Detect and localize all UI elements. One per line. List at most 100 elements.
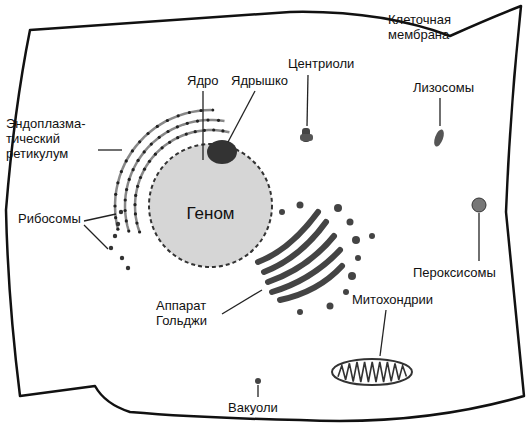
er-ribosome <box>196 120 199 123</box>
er-ribosome <box>166 130 169 133</box>
genome-label: Геном <box>147 204 274 224</box>
er-ribosome <box>137 159 140 162</box>
leader-line <box>228 91 255 142</box>
part-label: Ядро <box>187 73 218 88</box>
er-ribosome <box>186 122 189 125</box>
part-label: Эндоплазма- тический ретикулум <box>6 116 102 161</box>
vacuole <box>255 378 261 384</box>
golgi-cisterna <box>264 222 326 272</box>
er-ribosome <box>217 119 220 122</box>
er-ribosome <box>154 153 157 156</box>
golgi-vesicle <box>355 255 361 261</box>
leader-line <box>222 290 262 314</box>
part-label: Аппарат Гольджи <box>156 298 236 328</box>
er-ribosome <box>177 114 180 117</box>
ribosome <box>120 256 124 260</box>
er-ribosome <box>113 204 116 207</box>
leader-line <box>98 149 122 150</box>
er-ribosome <box>150 143 153 146</box>
er-ribosome <box>134 212 137 215</box>
er-ribosome <box>116 228 119 231</box>
leader-line <box>202 91 203 160</box>
golgi-cisterna <box>268 236 334 282</box>
leader-line <box>478 213 479 261</box>
er-ribosome <box>143 168 146 171</box>
mitochondrion-crista <box>338 362 406 382</box>
er-ribosome <box>138 140 141 143</box>
leader-line <box>257 385 258 397</box>
er-ribosome <box>206 119 209 122</box>
er-ribosome <box>132 168 135 171</box>
leader-line <box>307 75 308 126</box>
er-ribosome <box>168 141 171 144</box>
er-ribosome <box>176 136 179 139</box>
er-ribosome <box>127 230 130 233</box>
golgi-cisterna <box>280 266 342 300</box>
nucleus-node: Геном <box>147 142 274 269</box>
er-ribosome <box>221 129 224 132</box>
part-label: Вакуоли <box>228 400 278 415</box>
er-ribosome <box>146 132 149 135</box>
leader-line <box>84 225 108 249</box>
ribosome <box>126 266 130 270</box>
lysosome <box>432 128 446 148</box>
golgi-vesicle <box>279 209 285 215</box>
er-ribosome <box>114 193 117 196</box>
part-label: Митохондрии <box>352 292 433 307</box>
golgi-vesicle <box>369 233 375 239</box>
er-ribosome <box>125 188 128 191</box>
peroxisome <box>472 198 486 212</box>
golgi-vesicle <box>297 202 304 209</box>
ribosome <box>116 222 120 226</box>
er-ribosome <box>148 160 151 163</box>
er-ribosome <box>199 109 202 112</box>
er-ribosome <box>134 194 137 197</box>
mitochondrion <box>332 359 412 385</box>
er-ribosome <box>114 216 117 219</box>
part-label: Рибосомы <box>18 211 81 226</box>
er-ribosome <box>125 219 128 222</box>
golgi-cisterna <box>272 250 340 292</box>
er-ribosome <box>156 125 159 128</box>
part-label: Центриоли <box>288 56 354 71</box>
er-ribosome <box>133 203 136 206</box>
er-ribosome <box>185 133 188 136</box>
golgi-vesicle <box>343 289 349 295</box>
ribosome <box>113 234 117 238</box>
er-ribosome <box>135 222 138 225</box>
er-ribosome <box>138 230 141 233</box>
golgi-vesicle <box>348 272 356 280</box>
golgi-vesicle <box>352 236 360 244</box>
er-ribosome <box>131 149 134 152</box>
er-ribosome <box>128 178 131 181</box>
leader-line <box>439 98 440 126</box>
er-ribosome <box>125 159 128 162</box>
golgi-vesicle <box>347 219 354 226</box>
er-ribosome <box>143 150 146 153</box>
er-ribosome <box>124 198 127 201</box>
part-label: Лизосомы <box>413 80 474 95</box>
er-ribosome <box>124 209 127 212</box>
golgi-vesicle <box>297 309 303 315</box>
golgi-vesicle <box>327 303 334 310</box>
er-ribosome <box>176 125 179 128</box>
er-ribosome <box>161 146 164 149</box>
leader-line <box>84 214 116 221</box>
centriole <box>300 134 313 141</box>
leader-line <box>380 310 386 356</box>
membrane-label: Клеточная мембрана <box>388 12 480 42</box>
er-ribosome <box>116 181 119 184</box>
er-ribosome <box>194 130 197 133</box>
er-ribosome <box>212 128 215 131</box>
er-ribosome <box>139 176 142 179</box>
er-ribosome <box>211 108 214 111</box>
ribosome <box>109 246 113 250</box>
part-label: Пероксисомы <box>413 265 496 280</box>
er-ribosome <box>120 170 123 173</box>
part-label: Ядрышко <box>231 73 288 88</box>
cell-membrane <box>6 6 524 421</box>
er-ribosome <box>188 111 191 114</box>
nucleolus <box>207 140 237 164</box>
golgi-vesicle <box>334 204 342 212</box>
